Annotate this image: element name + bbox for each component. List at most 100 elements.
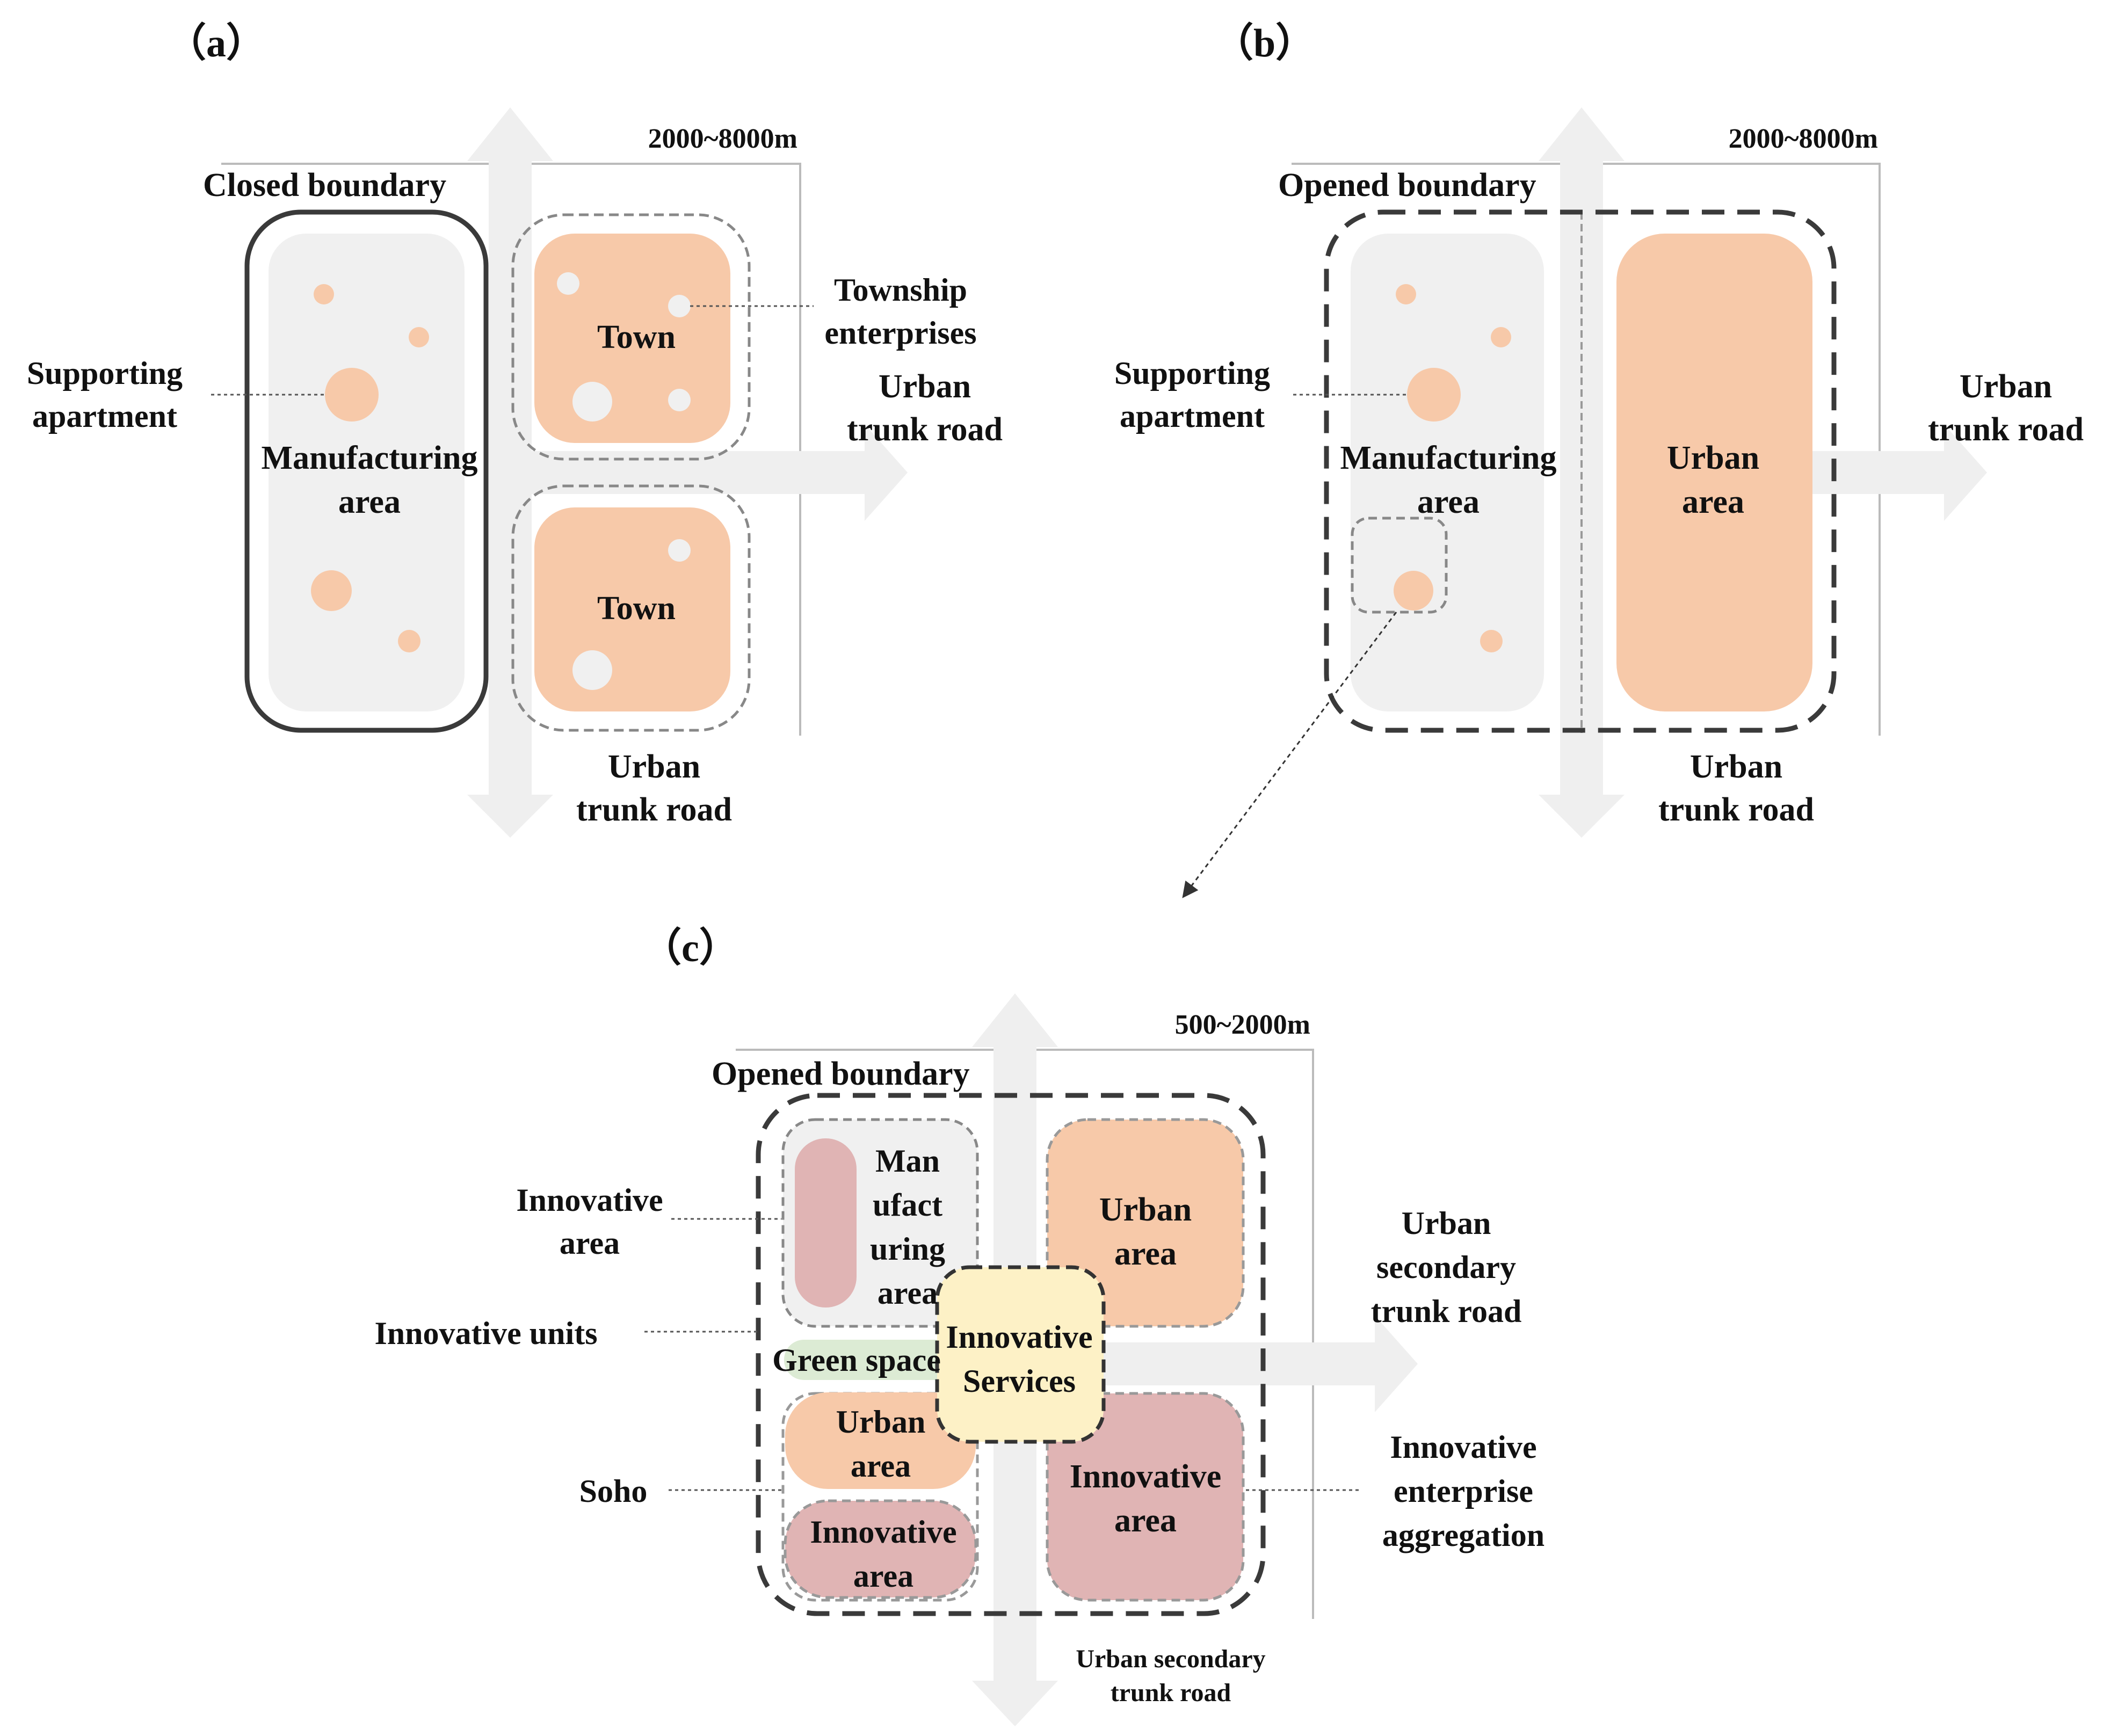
scale-label-c: 500~2000m [1175, 1009, 1310, 1040]
soho-boundary [781, 1392, 979, 1602]
manufacturing-label-c-1: Man [875, 1143, 940, 1179]
apartment-dot-large [325, 368, 379, 422]
urban-label-b-2: area [1682, 484, 1744, 520]
innovative-area-label-2: area [560, 1225, 620, 1261]
town-boundary-bottom [511, 484, 751, 732]
aggregation-label-1: Innovative [1390, 1429, 1536, 1465]
road-horizontal-a [526, 424, 908, 521]
soho-label: Soho [579, 1473, 648, 1509]
innov-label-c-big-2: area [1114, 1502, 1177, 1539]
supporting-label-a-1: Supporting [27, 355, 183, 391]
road-right-label-c-3: trunk road [1371, 1294, 1522, 1329]
aggregation-label-2: enterprise [1394, 1473, 1533, 1509]
zoom-arrow [1182, 612, 1397, 898]
urban-label-c-top-1: Urban [1099, 1192, 1192, 1228]
panel-tag-a: （a） [166, 21, 266, 66]
opened-boundary-label-c: Opened boundary [712, 1056, 970, 1092]
manufacturing-label-c-3: uring [870, 1231, 945, 1267]
apartment-dot [398, 630, 420, 652]
road-right-label-c-2: secondary [1376, 1250, 1516, 1285]
opened-boundary-label-b: Opened boundary [1278, 167, 1536, 204]
closed-boundary [244, 209, 489, 733]
scale-label-b: 2000~8000m [1729, 124, 1878, 154]
manufacturing-label-c-4: area [878, 1275, 938, 1311]
green-space-strip [784, 1340, 972, 1380]
opened-boundary-c [756, 1093, 1266, 1616]
enterprise-dot [668, 295, 691, 317]
innov-label-c-small-2: area [853, 1558, 913, 1594]
road-right-label-b-1: Urban [1960, 368, 2052, 405]
scale-frame-c [736, 1049, 1314, 1619]
closed-boundary-label: Closed boundary [203, 167, 446, 204]
scale-label-a: 2000~8000m [648, 124, 797, 154]
urban-label-c-small-2: area [851, 1448, 911, 1484]
town-label-top: Town [597, 319, 676, 355]
supporting-label-a-2: apartment [32, 398, 177, 434]
innov-label-c-small-1: Innovative [810, 1514, 956, 1550]
apartment-dot-large [1407, 368, 1461, 422]
supporting-label-b-2: apartment [1120, 398, 1265, 434]
innovative-zone-c-big [1046, 1392, 1245, 1602]
urban-label-c-top-2: area [1114, 1236, 1177, 1272]
enterprise-dot-large [572, 382, 612, 422]
town-boundary-top [511, 213, 751, 461]
road-bottom-label-c-2: trunk road [1111, 1679, 1231, 1707]
manufacturing-label-c-2: ufact [873, 1187, 942, 1223]
apartment-dot [1396, 284, 1416, 304]
innovative-area-label-1: Innovative [516, 1182, 663, 1218]
manufacturing-label-a-1: Manufacturing [262, 440, 478, 476]
road-bottom-label-c-1: Urban secondary [1076, 1645, 1265, 1673]
scale-frame-b [1292, 163, 1881, 736]
panel-tag-b: （b） [1214, 21, 1315, 66]
apartment-dot [1491, 327, 1511, 347]
urban-zone-c-top [1046, 1118, 1245, 1328]
manufacturing-label-a-2: area [338, 484, 401, 520]
opened-boundary-b [1324, 209, 1837, 733]
apartment-dot [1394, 571, 1433, 611]
supporting-label-b-1: Supporting [1114, 355, 1270, 391]
apartment-dot [314, 284, 334, 304]
road-bottom-label-a-2: trunk road [576, 791, 732, 828]
innovative-services-zone [935, 1265, 1106, 1444]
urban-label-b-1: Urban [1667, 440, 1759, 476]
road-right-label-b-2: trunk road [1928, 411, 2084, 448]
urban-label-c-small-1: Urban [836, 1404, 926, 1440]
enterprise-dot [557, 272, 579, 295]
road-horizontal-b [1810, 424, 1987, 521]
road-bottom-label-b-1: Urban [1690, 749, 1782, 785]
panel-a: （a） 2000~8000m Closed boundary Supportin… [27, 21, 1003, 838]
innovative-units-label: Innovative units [374, 1316, 597, 1351]
enterprise-dot [668, 389, 691, 411]
road-vertical-a [467, 107, 553, 838]
innovative-zone-c-small [784, 1499, 977, 1599]
services-label-1: Innovative [946, 1319, 1092, 1355]
road-bottom-label-a-1: Urban [608, 749, 700, 785]
township-label-1: Township [834, 272, 967, 308]
township-label-2: enterprises [824, 315, 976, 351]
apartment-dot [1480, 630, 1503, 652]
innovative-strip [795, 1138, 857, 1308]
urban-zone-b [1616, 234, 1812, 711]
detail-selection-box [1351, 517, 1448, 614]
scale-frame-a [221, 163, 801, 736]
road-horizontal-c [1096, 1316, 1418, 1412]
road-right-label-a-2: trunk road [847, 411, 1003, 448]
panel-tag-c: （c） [642, 926, 739, 970]
panel-c: （c） 500~2000m Opened boundary Innovative… [374, 926, 1544, 1726]
green-space-label: Green space [772, 1342, 941, 1378]
services-label-2: Services [963, 1363, 1076, 1399]
urban-zone-c-small [785, 1392, 976, 1489]
road-right-label-c-1: Urban [1402, 1205, 1491, 1241]
town-label-bottom: Town [597, 590, 676, 627]
manufacturing-label-b-1: Manufacturing [1340, 440, 1557, 476]
road-bottom-label-b-2: trunk road [1658, 791, 1814, 828]
enterprise-dot [668, 539, 691, 562]
apartment-dot [409, 327, 429, 347]
enterprise-dot-large [572, 650, 612, 690]
apartment-dot [311, 570, 352, 611]
road-right-label-a-1: Urban [879, 368, 971, 405]
panel-b: （b） 2000~8000m Opened boundary Supportin… [1114, 21, 2084, 898]
aggregation-label-3: aggregation [1382, 1517, 1544, 1553]
manufacturing-label-b-2: area [1417, 484, 1480, 520]
